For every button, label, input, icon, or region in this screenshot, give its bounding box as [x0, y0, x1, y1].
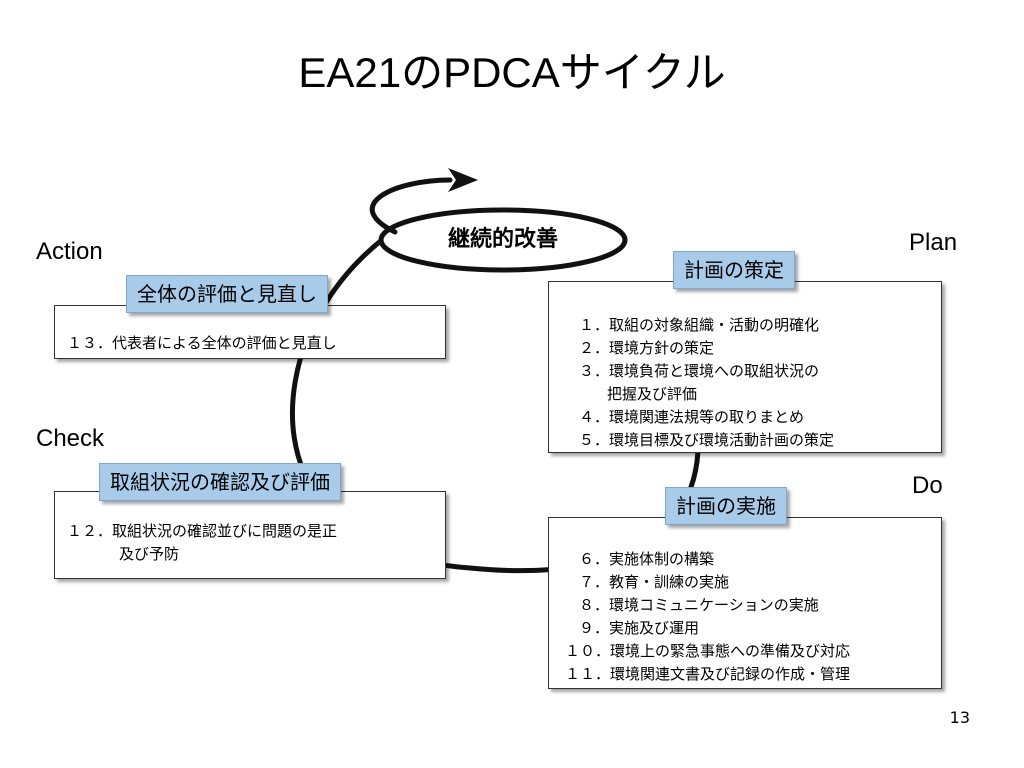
list-item: １３．代表者による全体の評価と見直し [67, 334, 337, 352]
slide-title: EA21のPDCAサイクル [298, 49, 726, 96]
plan-heading: 計画の策定 [673, 251, 795, 289]
do-heading: 計画の実施 [665, 487, 787, 525]
list-item: １２．取組状況の確認並びに問題の是正 [67, 522, 338, 540]
upward-arrow-shaft [369, 177, 453, 235]
list-item: ２．環境方針の策定 [579, 339, 715, 357]
list-item: ６．実施体制の構築 [579, 550, 715, 568]
phase-label-check: Check [36, 425, 105, 452]
list-item: ７．教育・訓練の実施 [579, 573, 730, 591]
list-item: １．取組の対象組織・活動の明確化 [579, 316, 820, 334]
check-item-list: １２．取組状況の確認並びに問題の是正 及び予防 [67, 520, 337, 566]
arrowhead-icon [448, 168, 478, 192]
list-item: ９．実施及び運用 [579, 619, 700, 637]
phase-label-plan: Plan [909, 229, 958, 256]
check-heading: 取組状況の確認及び評価 [99, 463, 341, 501]
do-item-list: ６．実施体制の構築 ７．教育・訓練の実施 ８．環境コミュニケーションの実施 ９．… [565, 548, 850, 686]
list-item: ５．環境目標及び環境活動計画の策定 [579, 431, 835, 449]
list-item: １１．環境関連文書及び記録の作成・管理 [565, 665, 851, 683]
do-box: ６．実施体制の構築 ７．教育・訓練の実施 ８．環境コミュニケーションの実施 ９．… [548, 517, 942, 689]
kaizen-ellipse [378, 207, 628, 273]
action-heading: 全体の評価と見直し [126, 275, 328, 313]
list-item: 及び予防 [119, 545, 180, 563]
list-item: 把握及び評価 [607, 385, 698, 403]
check-box: １２．取組状況の確認並びに問題の是正 及び予防 [54, 491, 446, 579]
list-item: ８．環境コミュニケーションの実施 [579, 596, 819, 614]
action-box: １３．代表者による全体の評価と見直し [54, 305, 446, 359]
plan-item-list: １．取組の対象組織・活動の明確化 ２．環境方針の策定 ３．環境負荷と環境への取組… [579, 314, 834, 452]
plan-box: １．取組の対象組織・活動の明確化 ２．環境方針の策定 ３．環境負荷と環境への取組… [548, 281, 942, 453]
page-number: 13 [949, 708, 970, 727]
continuous-improvement-label: 継続的改善 [447, 227, 558, 252]
list-item: ３．環境負荷と環境への取組状況の [579, 362, 820, 380]
list-item: ４．環境関連法規等の取りまとめ [579, 408, 805, 426]
list-item: １０．環境上の緊急事態への準備及び対応 [565, 642, 851, 660]
phase-label-action: Action [36, 238, 103, 265]
phase-label-do: Do [912, 472, 943, 499]
action-item-list: １３．代表者による全体の評価と見直し [67, 332, 337, 355]
